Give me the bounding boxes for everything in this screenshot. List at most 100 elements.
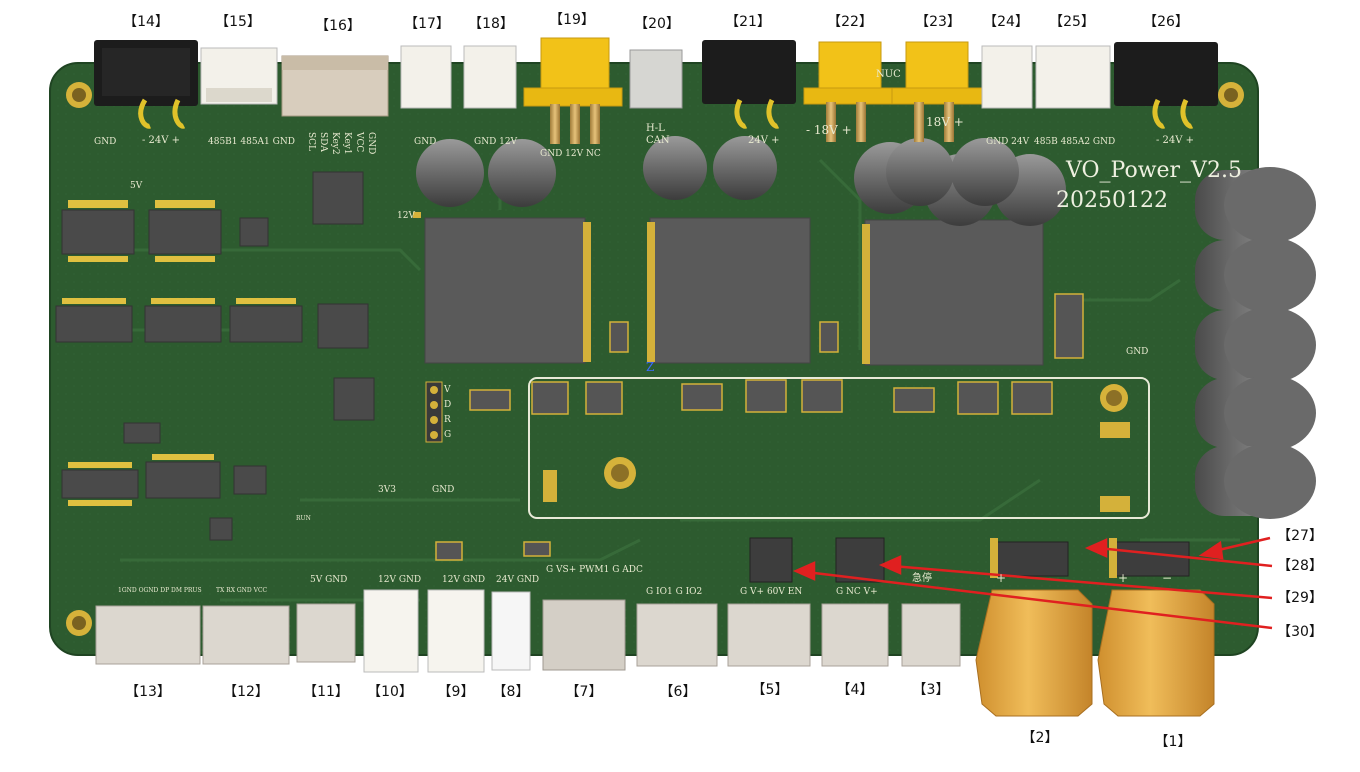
callout-20: 【20】: [634, 16, 680, 32]
callout-11: 【11】: [303, 684, 349, 700]
silk-1-minus: −: [1162, 571, 1173, 585]
callout-15: 【15】: [215, 14, 261, 30]
connector-24: [981, 45, 1033, 109]
silk-18: GND 12V: [474, 137, 518, 147]
silk-11: 5V GND: [310, 575, 348, 585]
silk-nuc: NUC: [876, 69, 901, 80]
connector-7: [542, 599, 626, 671]
silk-16-pin3: Key2: [330, 132, 340, 155]
bottom-right-parts: [749, 537, 1190, 583]
silk-13: 1GND OGND DP DM PRUS: [118, 587, 202, 594]
top-capacitors: [416, 136, 1066, 226]
connector-4: [821, 603, 889, 667]
silk-16-pin5: VCC: [354, 132, 364, 153]
connector-20: [629, 49, 683, 109]
callout-8: 【8】: [492, 684, 530, 700]
callout-19: 【19】: [549, 12, 595, 28]
callout-24: 【24】: [983, 14, 1029, 30]
connector-18: [463, 45, 517, 109]
silk-22: - 18V +: [806, 123, 852, 137]
silk-20-b: CAN: [646, 135, 670, 146]
callout-2: 【2】: [1021, 730, 1059, 746]
callout-9: 【9】: [437, 684, 475, 700]
ic-pins: [62, 200, 296, 506]
callout-12: 【12】: [223, 684, 269, 700]
connector-6: [636, 603, 718, 667]
board-title: VO_Power_V2.5: [1066, 158, 1242, 183]
pads: [413, 212, 1130, 512]
module-outline: [528, 377, 1150, 519]
connector-2: [975, 589, 1093, 717]
connector-3: [901, 603, 961, 667]
callout-21: 【21】: [725, 14, 771, 30]
connector-17: [400, 45, 452, 109]
callout-23: 【23】: [915, 14, 961, 30]
callout-5: 【5】: [751, 682, 789, 698]
connector-23: [891, 41, 985, 142]
silk-header-v: V: [444, 385, 451, 395]
callout-17: 【17】: [404, 16, 450, 32]
silk-z: Z: [646, 360, 655, 374]
silk-5: G V+ 60V EN: [740, 587, 803, 597]
silk-24: GND 24V: [986, 137, 1030, 147]
board-date: 20250122: [1056, 188, 1168, 213]
ics-left: [55, 171, 375, 541]
silk-9: 12V GND: [442, 575, 486, 585]
silk-16-pin4: Key1: [342, 132, 352, 155]
silk-16-pin2: SDA: [318, 132, 328, 152]
silk-gnd-right: GND: [1126, 347, 1149, 357]
callout-13: 【13】: [125, 684, 171, 700]
callout-26: 【26】: [1143, 14, 1189, 30]
callout-28: 【28】: [1277, 558, 1323, 574]
silk-header-g: G: [444, 430, 452, 440]
callout-3: 【3】: [912, 682, 950, 698]
connector-21: [702, 40, 796, 129]
connector-11: [296, 603, 356, 663]
silk-20-a: H-L: [646, 123, 665, 134]
silk-10: 12V GND: [378, 575, 422, 585]
power-inductors: [424, 217, 1044, 366]
callout-27: 【27】: [1277, 528, 1323, 544]
silk-14: - 24V +: [142, 135, 181, 146]
silk-16-pin1: SCL: [306, 132, 316, 152]
silk-19: GND 12V NC: [540, 149, 601, 159]
connector-22: [803, 41, 897, 142]
silk-16-pin6: GND: [366, 132, 376, 155]
callout-arrows: [792, 536, 1273, 630]
silk-7: G VS+ PWM1 G ADC: [546, 565, 643, 575]
silk-26: - 24V +: [1156, 135, 1195, 146]
silk-12v: 12V: [397, 211, 415, 221]
callout-6: 【6】: [659, 684, 697, 700]
silk-header-d: D: [444, 400, 452, 410]
connector-19: [523, 37, 623, 144]
callout-10: 【10】: [367, 684, 413, 700]
connector-9: [427, 589, 485, 673]
callout-1: 【1】: [1154, 734, 1192, 750]
connector-25: [1035, 45, 1111, 109]
silk-8: 24V GND: [496, 575, 540, 585]
silk-run: RUN: [296, 515, 311, 522]
callout-7: 【7】: [565, 684, 603, 700]
callout-14: 【14】: [123, 14, 169, 30]
silk-15: 485B1 485A1 GND: [208, 137, 295, 147]
silk-gnd-mid: GND: [432, 485, 455, 495]
silk-4: G NC V+: [836, 587, 878, 597]
callout-30: 【30】: [1277, 624, 1323, 640]
connector-16: [281, 55, 389, 117]
silk-1-plus: +: [1118, 571, 1129, 585]
callout-16: 【16】: [315, 18, 361, 34]
silk-23: 18V +: [926, 115, 964, 129]
connector-26: [1114, 42, 1218, 129]
smd-components: [435, 293, 1084, 561]
silk-12: TX RX GND VCC: [216, 587, 268, 594]
connector-1: [1097, 589, 1215, 717]
silk-header-r: R: [444, 415, 451, 425]
connector-13: [95, 605, 201, 665]
silk-25: 485B 485A2 GND: [1034, 137, 1116, 147]
callout-4: 【4】: [836, 682, 874, 698]
connector-12: [202, 605, 290, 665]
right-capacitors: [1195, 167, 1316, 519]
silk-17: GND: [414, 137, 437, 147]
silk-6: G IO1 G IO2: [646, 587, 703, 597]
